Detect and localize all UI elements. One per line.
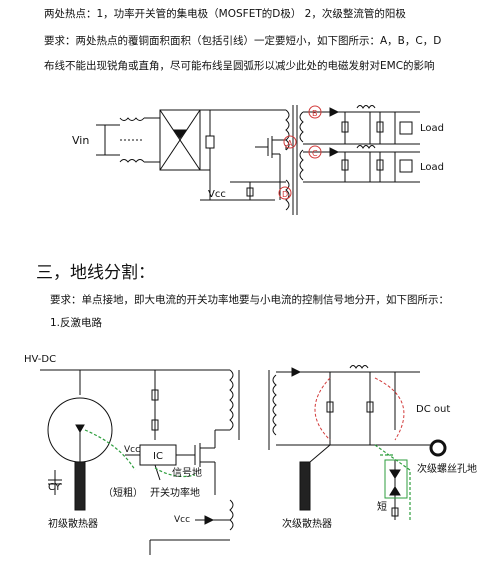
ic-label: IC <box>153 451 163 462</box>
short-label: 短 <box>377 500 387 513</box>
hotspot-marker-a <box>283 135 297 149</box>
secondary-screw-label: 次级螺丝孔地 <box>417 462 477 475</box>
routing-requirement-line: 布线不能出现锐角或直角，尽可能布线呈圆弧形以减少此处的电磁发射对EMC的影响 <box>44 60 435 72</box>
hotspot-marker-d <box>278 186 292 200</box>
vcc-bottom-label: Vcc <box>174 515 190 525</box>
vcc-top-label: Vcc <box>124 445 140 455</box>
cy-label: CY <box>48 482 62 493</box>
flyback-subheading: 1.反激电路 <box>50 317 103 329</box>
primary-heatsink-label: 初级散热器 <box>48 517 98 530</box>
hvdc-label: HV-DC <box>24 354 56 365</box>
section-heading: 三，地线分割： <box>36 263 155 283</box>
ground-split-schematic <box>40 365 447 555</box>
marker-a-label: A <box>287 139 293 148</box>
marker-c-label: C <box>312 149 318 158</box>
hotspot-marker-c <box>308 145 322 159</box>
dc-out-label: DC out <box>416 404 450 415</box>
marker-b-label: B <box>312 109 318 118</box>
thick-label: （短粗） <box>103 486 143 499</box>
hotspot-line: 两处热点：1，功率开关管的集电极（MOSFET的D极） 2，次级整流管的阳极 <box>44 8 406 20</box>
vcc-label: Vcc <box>208 189 226 200</box>
vin-label: Vin <box>72 134 89 147</box>
hotspot-marker-b <box>308 105 322 119</box>
marker-d-label: D <box>282 190 288 199</box>
load-label-top: Load <box>420 123 444 134</box>
ground-requirement-line: 要求：单点接地，即大电流的开关功率地要与小电流的控制信号地分开，如下图所示： <box>50 294 449 306</box>
hotspot-requirement-line: 要求：两处热点的覆铜面积面积（包括引线）一定要短小，如下图所示：A，B，C，D <box>44 35 442 47</box>
switch-power-ground-label: 开关功率地 <box>150 486 200 499</box>
signal-ground-label: 信号地 <box>172 466 202 479</box>
secondary-heatsink-label: 次级散热器 <box>282 517 332 530</box>
load-label-bottom: Load <box>420 162 444 173</box>
